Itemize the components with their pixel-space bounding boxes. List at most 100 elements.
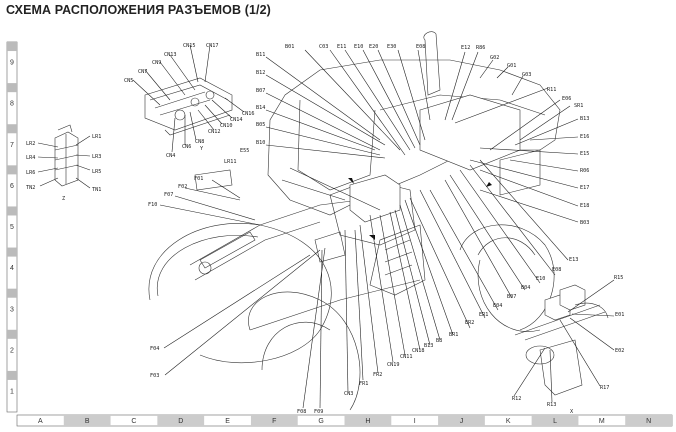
callout-r06: R06 — [580, 168, 589, 174]
callout-lr11: LR11 — [224, 159, 237, 165]
column-ruler-label: I — [414, 418, 416, 425]
callout-f09: F09 — [314, 409, 323, 415]
callout-lr4: LR4 — [26, 155, 35, 161]
callout-e18: E18 — [580, 203, 589, 209]
callout-c03: C03 — [319, 44, 328, 50]
column-ruler-label: M — [599, 418, 605, 425]
callout-f01: F01 — [194, 176, 203, 182]
view-label-x: X — [570, 409, 574, 415]
callout-r11: R11 — [547, 87, 556, 93]
column-ruler-label: A — [38, 418, 43, 425]
row-ruler-shade — [7, 165, 17, 175]
callout-lr6: LR6 — [26, 170, 35, 176]
callout-b04: B04 — [521, 285, 530, 291]
callout-e12: E12 — [461, 45, 470, 51]
column-ruler-shade — [625, 415, 672, 426]
callout-e17: E17 — [580, 185, 589, 191]
callout-e55: E55 — [240, 148, 249, 154]
callout-lr1: LR1 — [92, 134, 101, 140]
detail-view-z-drawing — [54, 124, 79, 187]
column-ruler-label: G — [318, 418, 323, 425]
column-ruler-label: C — [131, 418, 136, 425]
callout-b13: B13 — [580, 116, 589, 122]
callout-e30: E30 — [387, 44, 396, 50]
row-ruler-label: 8 — [10, 101, 14, 108]
callout-tn1: TN1 — [92, 187, 101, 193]
callout-b13-bottom: B13 — [424, 343, 433, 349]
callout-f02: F02 — [178, 184, 187, 190]
callout-er2: ER2 — [465, 320, 474, 326]
callout-e11: E11 — [337, 44, 346, 50]
callout-cn11: CN11 — [400, 354, 413, 360]
callout-f03: F03 — [150, 373, 159, 379]
row-ruler-shade — [7, 83, 17, 93]
leader-lines — [37, 44, 615, 409]
row-ruler-label: 1 — [10, 389, 14, 396]
callout-cn6: CN6 — [182, 144, 191, 150]
row-ruler-shade — [7, 329, 17, 339]
row-ruler-shade — [7, 288, 17, 298]
callout-b07: B07 — [256, 88, 265, 94]
callout-cn14: CN14 — [230, 117, 243, 123]
detail-view-x-drawing — [514, 284, 609, 396]
callout-cn15: CN15 — [183, 43, 196, 49]
callout-cn10: CN10 — [220, 123, 233, 129]
callout-r86: R86 — [476, 45, 485, 51]
callout-f04: F04 — [150, 346, 159, 352]
row-ruler-label: 9 — [10, 60, 14, 67]
callout-fr2: FR2 — [373, 372, 382, 378]
callout-er1: ER1 — [479, 312, 488, 318]
column-ruler-label: E — [225, 418, 230, 425]
callout-e13: E13 — [569, 257, 578, 263]
callout-cn4: CN4 — [166, 153, 175, 159]
row-ruler-shade — [7, 42, 17, 52]
callout-lr2: LR2 — [26, 141, 35, 147]
view-label-y: Y — [200, 146, 204, 152]
callout-g01: G01 — [507, 63, 516, 69]
callout-e02: E02 — [615, 348, 624, 354]
callout-fr1: FR1 — [359, 381, 368, 387]
callout-b11: B11 — [256, 52, 265, 58]
callout-sr1: SR1 — [574, 103, 583, 109]
column-ruler-shade — [63, 415, 111, 426]
callout-e04: E04 — [493, 303, 502, 309]
callout-cn16: CN16 — [242, 111, 255, 117]
callout-br1: BR1 — [449, 332, 458, 338]
row-ruler-shade — [7, 247, 17, 257]
callout-b12: B12 — [256, 70, 265, 76]
callout-g03: G03 — [522, 72, 531, 78]
callout-b03: B03 — [580, 220, 589, 226]
callout-cn18: CN18 — [412, 348, 425, 354]
callout-cn9: CN9 — [152, 60, 161, 66]
callout-r12: R12 — [512, 396, 521, 402]
column-ruler-label: D — [178, 418, 183, 425]
callout-e16: E16 — [580, 134, 589, 140]
column-ruler-shade — [531, 415, 579, 426]
callout-cn5: CN5 — [124, 78, 133, 84]
callout-f07: F07 — [164, 192, 173, 198]
callout-b07-bottom: B07 — [507, 294, 516, 300]
column-ruler-label: J — [460, 418, 464, 425]
page-title: СХЕМА РАСПОЛОЖЕНИЯ РАЗЪЕМОВ (1/2) — [6, 3, 271, 17]
callout-r15: R15 — [614, 275, 623, 281]
callout-cn8: CN8 — [195, 139, 204, 145]
callout-cn7: CN7 — [138, 69, 147, 75]
column-ruler-label: F — [272, 418, 276, 425]
callout-r17: R17 — [600, 385, 609, 391]
callout-cn17: CN17 — [206, 43, 219, 49]
column-ruler-label: K — [506, 418, 511, 425]
column-ruler-label: H — [365, 418, 370, 425]
row-ruler-label: 3 — [10, 306, 14, 313]
machine-drawing — [148, 31, 561, 411]
callout-labels: CN15 CN17 CN13 CN9 CN7 CN5 CN16 CN14 CN1… — [26, 43, 624, 415]
callout-cn3: CN3 — [344, 391, 353, 397]
callout-lr5: LR5 — [92, 169, 101, 175]
callout-f10: F10 — [148, 202, 157, 208]
callout-e06: E06 — [562, 96, 571, 102]
column-ruler-shade — [344, 415, 392, 426]
callout-e08: E08 — [416, 44, 425, 50]
callout-cn12: CN12 — [208, 129, 221, 135]
callout-b8: B8 — [436, 338, 442, 344]
